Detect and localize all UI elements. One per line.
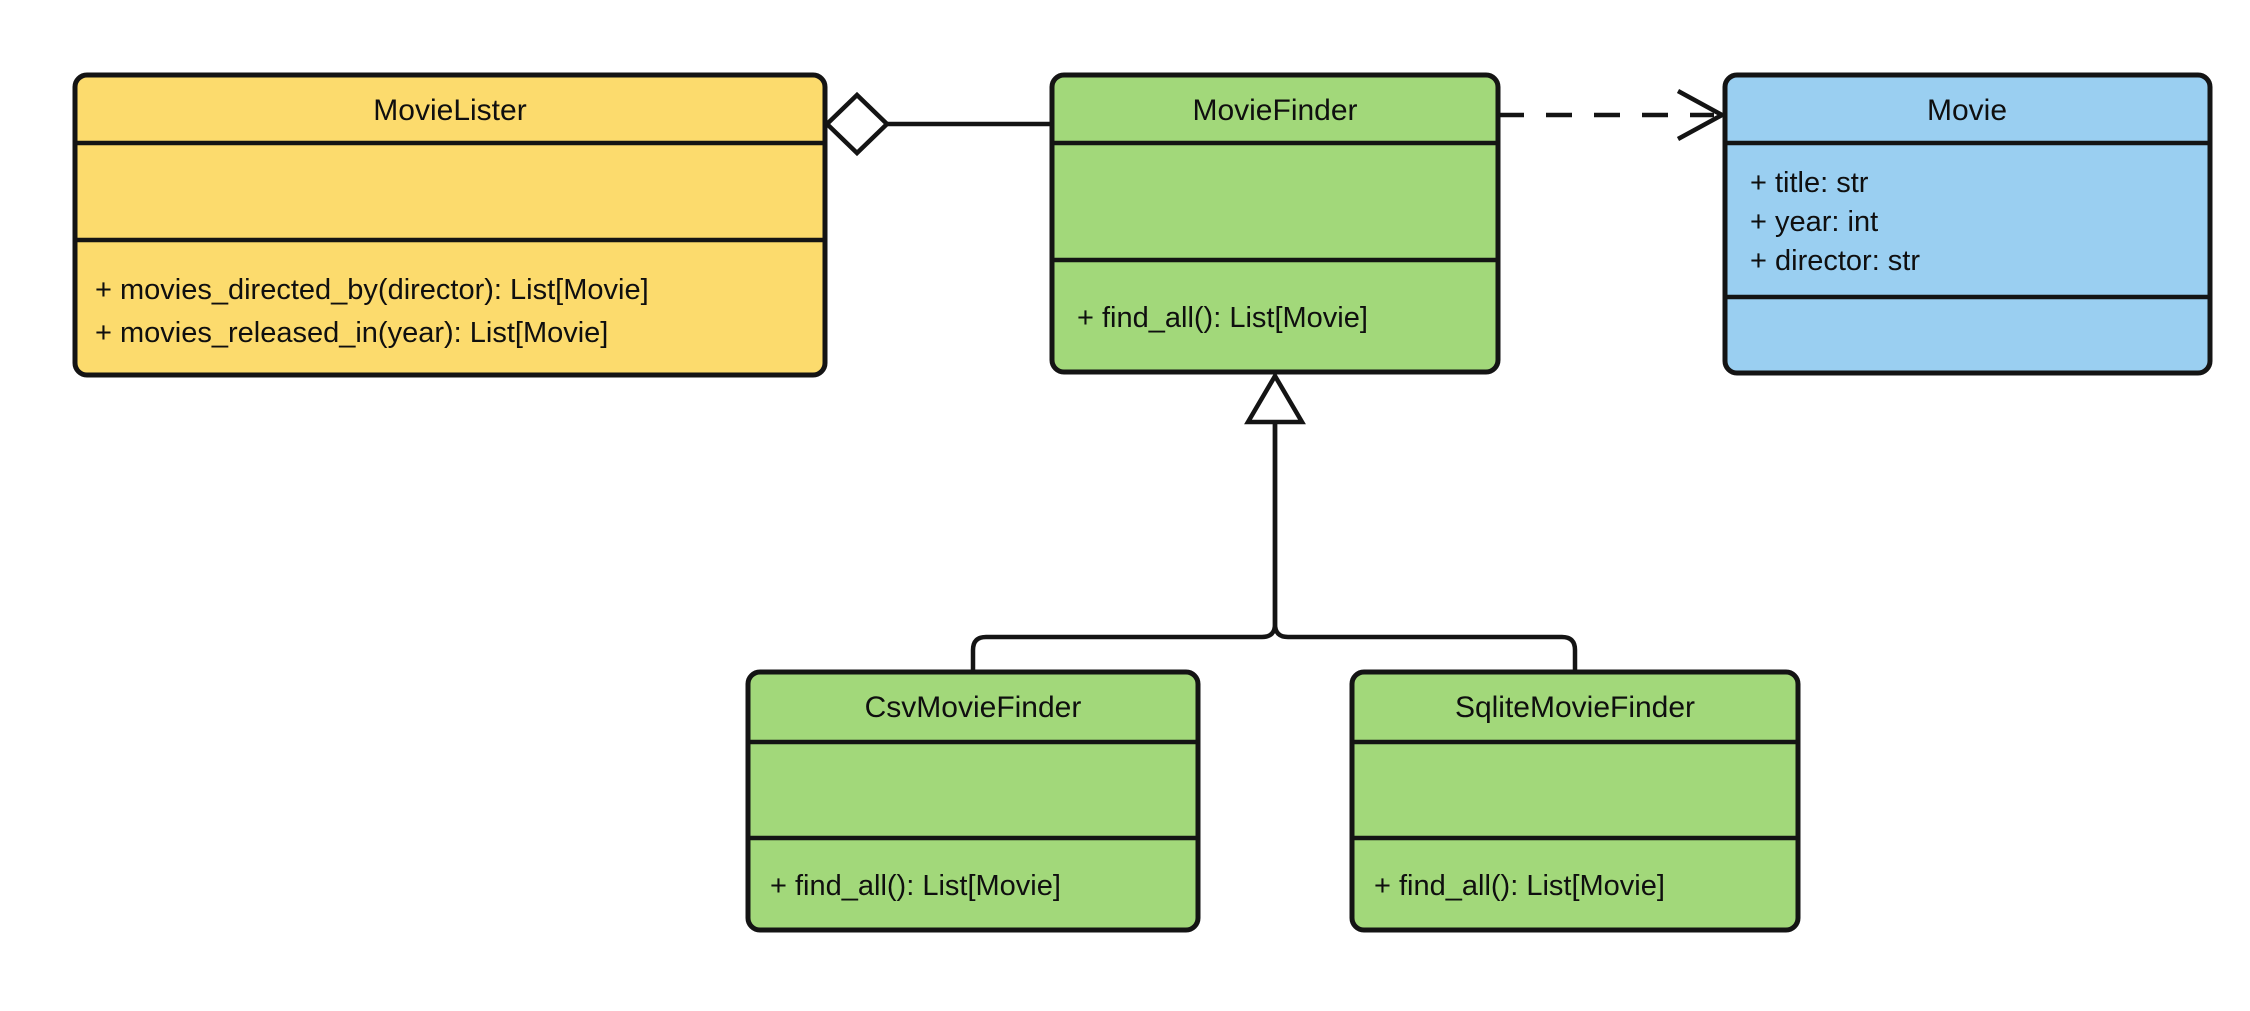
edge-inheritance-sqlitemoviefinder-moviefinder[interactable] [1244, 371, 1578, 672]
class-csvmoviefinder-method: + find_all(): List[Movie] [770, 870, 1061, 902]
inheritance-line-csv [970, 422, 1278, 672]
class-moviefinder-method: + find_all(): List[Movie] [1077, 302, 1368, 334]
class-sqlitemoviefinder-box [1349, 669, 1801, 933]
class-movielister-name: MovieLister [373, 94, 526, 127]
dependency-open-arrowhead-icon [1676, 89, 1727, 141]
class-sqlitemoviefinder-name: SqliteMovieFinder [1455, 691, 1695, 724]
class-csvmoviefinder-name: CsvMovieFinder [865, 691, 1082, 724]
class-csvmoviefinder-box [745, 669, 1201, 933]
class-moviefinder-box [1049, 72, 1501, 375]
class-movie-attribute: + director: str [1750, 245, 1920, 277]
class-movielister-method: + movies_released_in(year): List[Movie] [95, 317, 608, 349]
class-movie[interactable]: Movie + title: str + year: int + directo… [1722, 72, 2213, 376]
class-moviefinder[interactable]: MovieFinder + find_all(): List[Movie] [1049, 72, 1501, 375]
class-movielister-method: + movies_directed_by(director): List[Mov… [95, 274, 649, 306]
class-moviefinder-name: MovieFinder [1192, 94, 1357, 127]
class-movie-attribute: + year: int [1750, 206, 1878, 238]
edge-dependency-moviefinder-movie[interactable] [1498, 89, 1727, 141]
aggregation-diamond-icon [823, 91, 891, 157]
inheritance-triangle-icon [1244, 371, 1306, 425]
class-movielister[interactable]: MovieLister + movies_directed_by(directo… [72, 72, 828, 378]
class-movielister-box [72, 72, 828, 378]
edge-inheritance-csvmoviefinder-moviefinder[interactable] [970, 422, 1278, 672]
class-sqlitemoviefinder[interactable]: SqliteMovieFinder + find_all(): List[Mov… [1349, 669, 1801, 933]
inheritance-line-sqlite [1272, 422, 1578, 672]
class-sqlitemoviefinder-method: + find_all(): List[Movie] [1374, 870, 1665, 902]
class-csvmoviefinder[interactable]: CsvMovieFinder + find_all(): List[Movie] [745, 669, 1201, 933]
class-movie-name: Movie [1927, 94, 2007, 127]
edge-aggregation-movielister-moviefinder[interactable] [823, 91, 1052, 157]
class-movie-attribute: + title: str [1750, 167, 1869, 199]
